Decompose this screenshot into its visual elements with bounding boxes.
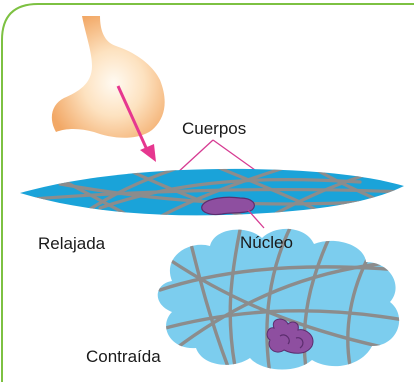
relaxed-cell [20, 164, 404, 222]
label-contraida: Contraída [86, 347, 161, 366]
label-cuerpos: Cuerpos [182, 119, 246, 138]
relaxed-nucleus [202, 197, 255, 214]
stomach-illustration [52, 16, 165, 138]
label-nucleo: Núcleo [240, 233, 293, 252]
label-relajada: Relajada [38, 234, 106, 253]
